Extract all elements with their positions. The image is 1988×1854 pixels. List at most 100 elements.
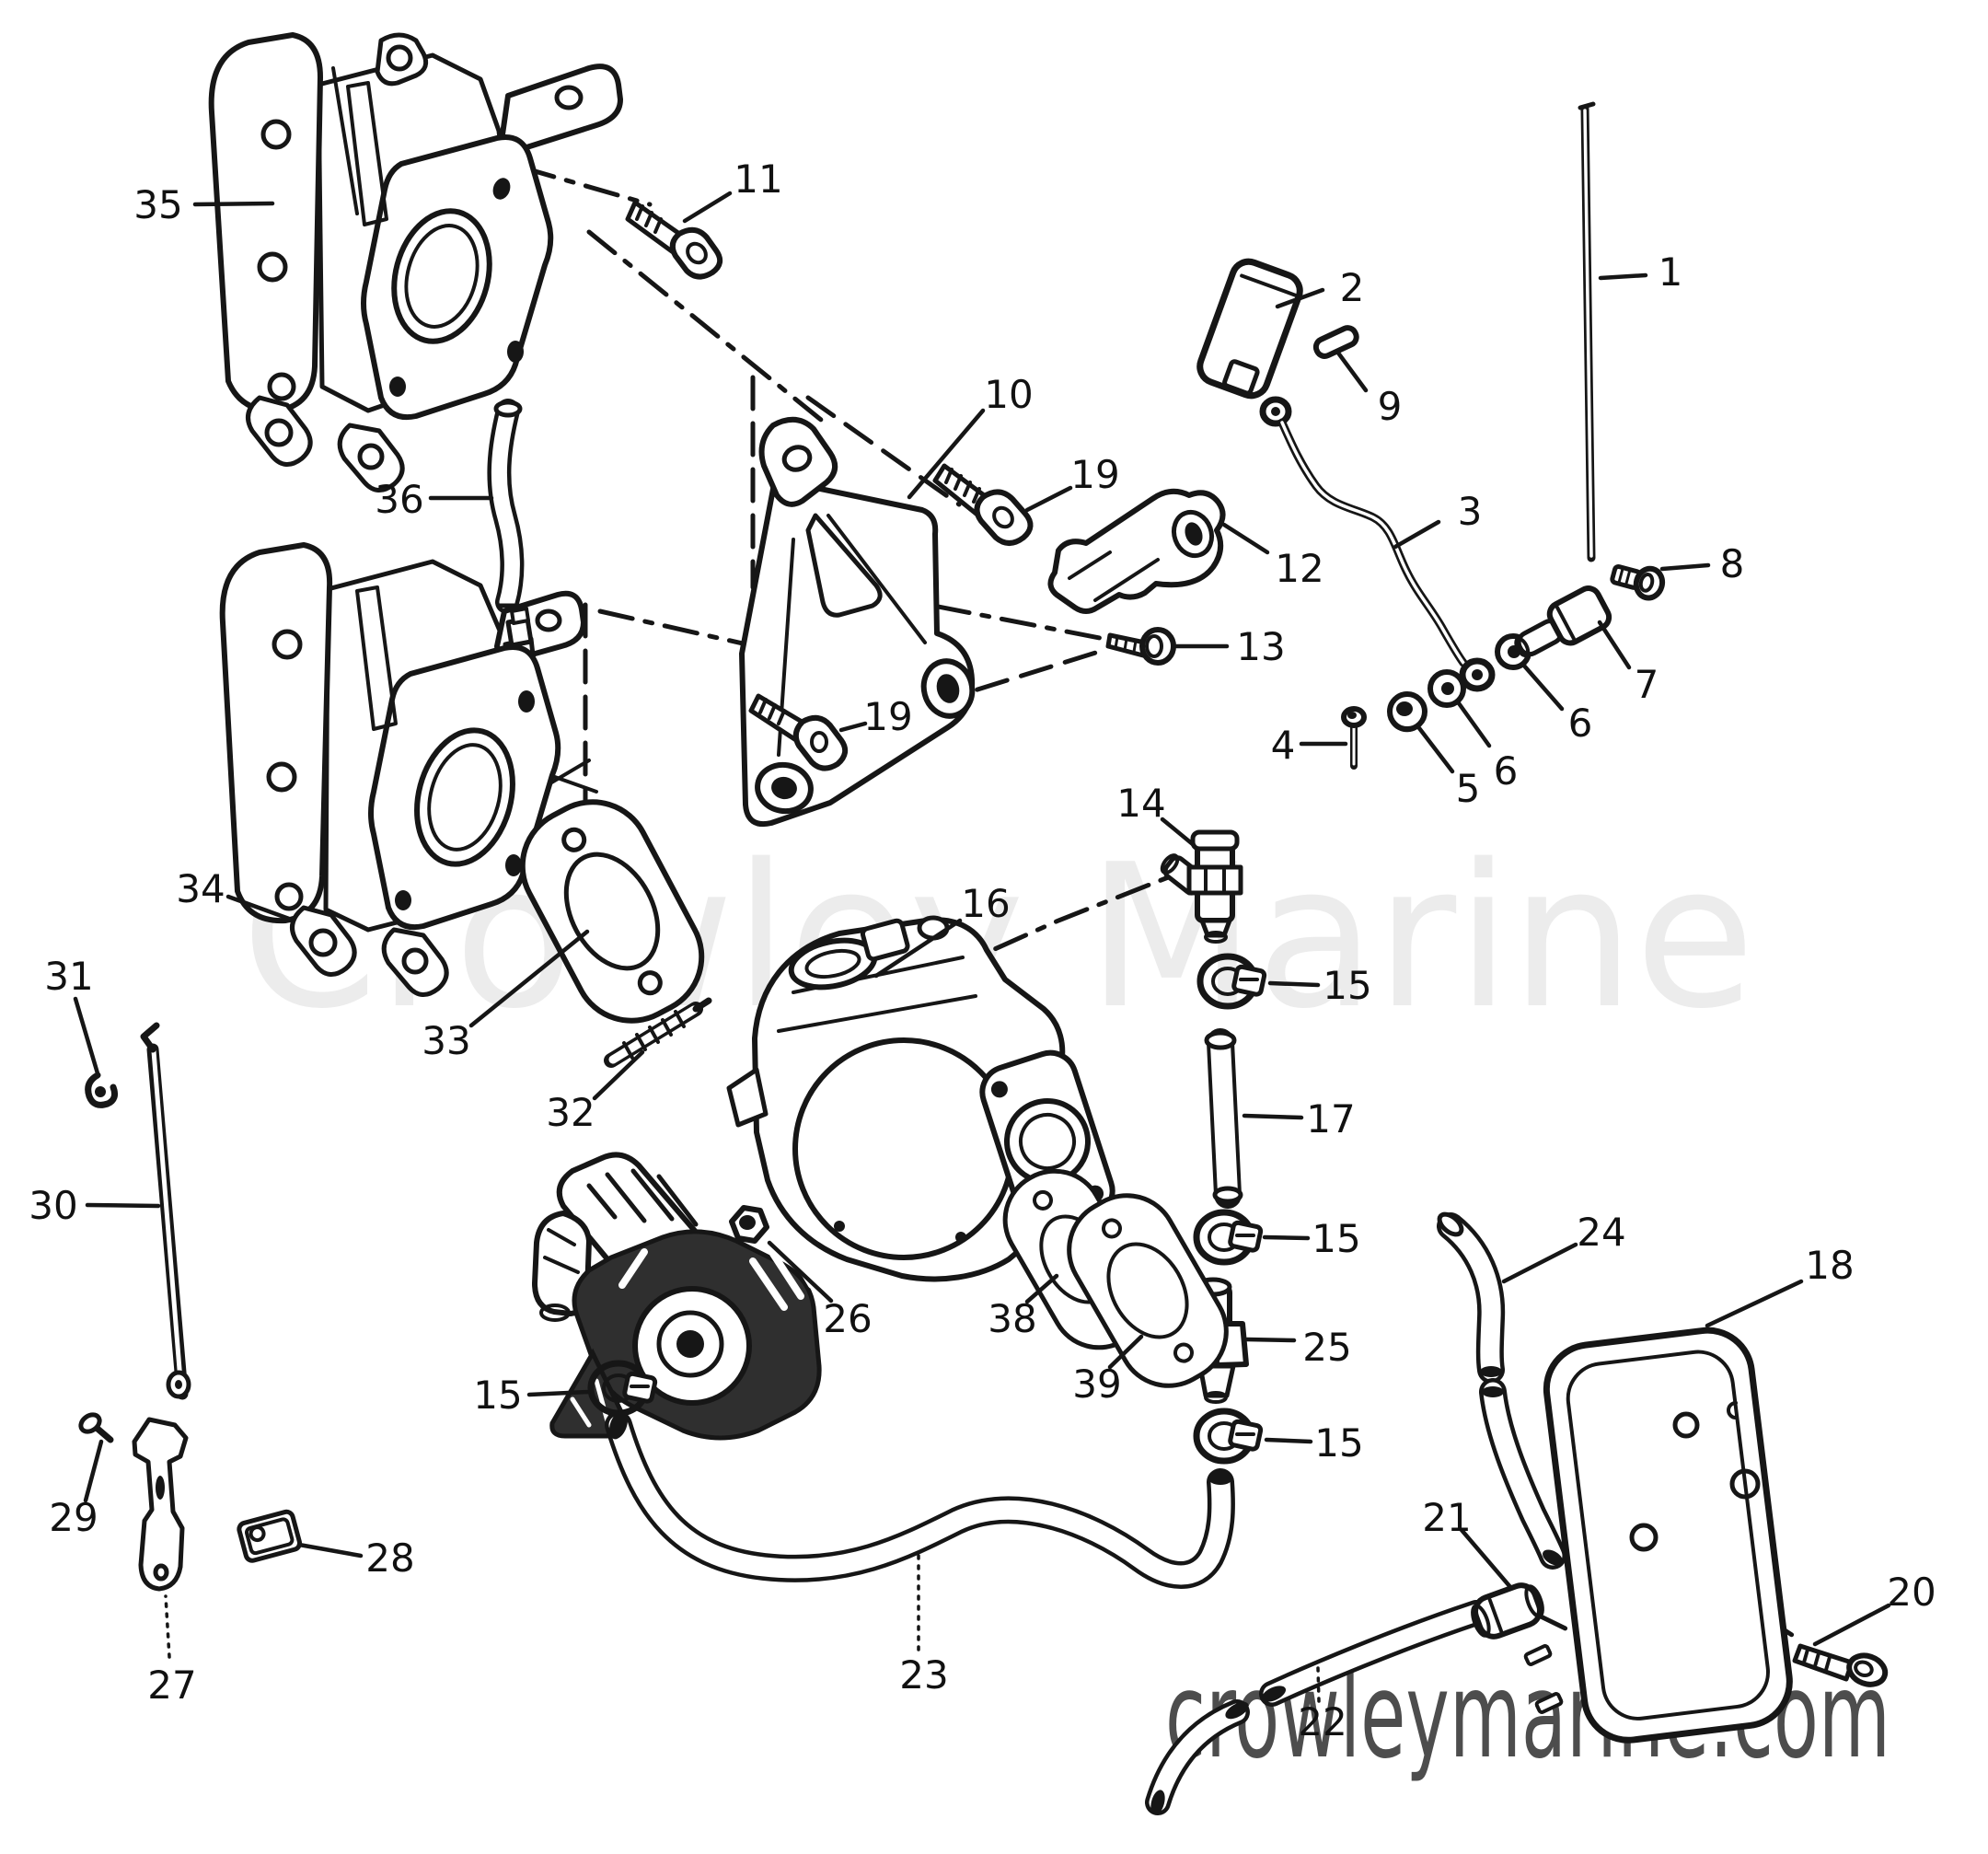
part-36-hose [487, 399, 525, 614]
part-3-link-rod [1259, 396, 1496, 692]
leader-line-26 [767, 1240, 834, 1304]
callout-2: 2 [1340, 265, 1365, 310]
callout-31: 31 [44, 954, 93, 999]
leader-line-32 [592, 1049, 645, 1101]
callout-33: 33 [422, 1018, 470, 1063]
callout-13: 13 [1236, 624, 1285, 669]
leader-line-31 [73, 996, 100, 1076]
leader-line-19 [838, 721, 868, 733]
part-14-elbow-fitting [1160, 829, 1243, 944]
leader-line-14 [1160, 817, 1196, 848]
part-2-fuel-filter [1196, 258, 1303, 400]
part-15-clamp-top [1196, 953, 1267, 1010]
part-17-fuel-tube [1204, 1028, 1243, 1209]
leader-line-15 [1264, 1437, 1313, 1444]
leader-line-10 [907, 408, 986, 500]
leader-line-34 [225, 894, 292, 921]
leader-line-15 [1267, 980, 1321, 988]
callout-19: 19 [863, 694, 912, 739]
leader-line-24 [1501, 1242, 1578, 1284]
callout-6: 6 [1494, 748, 1519, 794]
part-39-gasket [1067, 1193, 1229, 1388]
leader-line-30 [85, 1202, 161, 1209]
part-15-clamp-mid [1193, 1209, 1264, 1266]
part-15-clamp-bottom [1193, 1408, 1264, 1465]
part-28-clip [237, 1509, 303, 1563]
callout-10: 10 [984, 372, 1033, 417]
callout-14: 14 [1116, 781, 1165, 826]
leader-line-6 [1456, 701, 1492, 748]
leader-line-11 [682, 191, 733, 224]
part-23-fuel-hose [605, 1410, 1235, 1589]
callout-28: 28 [365, 1535, 414, 1581]
leader-line-27 [164, 1594, 171, 1659]
part-24-hose [1437, 1211, 1566, 1570]
callout-9: 9 [1378, 384, 1403, 429]
leader-line-33 [468, 929, 590, 1028]
callout-36: 36 [375, 477, 423, 522]
part-20-screw [1792, 1643, 1889, 1687]
part-7-connector [1514, 585, 1612, 658]
callout-3: 3 [1458, 489, 1483, 534]
leader-line-20 [1812, 1603, 1891, 1647]
callout-15: 15 [1323, 963, 1371, 1008]
part-29-screw [78, 1412, 114, 1443]
callout-35: 35 [133, 182, 182, 227]
callout-5: 5 [1456, 766, 1481, 811]
leader-line-16 [873, 918, 963, 979]
part-5-nut [1387, 691, 1427, 733]
callout-19: 19 [1070, 452, 1119, 497]
leader-line-19 [1024, 485, 1073, 513]
part-19-bolt-upper [932, 463, 1034, 546]
callout-22: 22 [1298, 1699, 1347, 1744]
callout-15: 15 [1314, 1420, 1363, 1466]
callout-15: 15 [473, 1373, 522, 1418]
callout-20: 20 [1887, 1570, 1936, 1615]
callout-17: 17 [1306, 1096, 1355, 1141]
leader-line-35 [192, 201, 275, 207]
part-18-cover-plate [1523, 1327, 1793, 1744]
callout-12: 12 [1275, 546, 1323, 591]
leader-line-2 [1275, 287, 1325, 309]
callout-16: 16 [961, 881, 1010, 926]
part-27-bracket [132, 1417, 189, 1592]
callout-6: 6 [1568, 701, 1593, 746]
part-4-pin [1341, 706, 1367, 770]
leader-line-29 [83, 1439, 104, 1503]
leader-line-15 [1262, 1234, 1311, 1241]
part-22-hose [1145, 1600, 1489, 1815]
callout-26: 26 [823, 1296, 872, 1341]
part-16-carburetor [726, 915, 1115, 1282]
part-9-pin [1312, 325, 1359, 359]
part-34-adapter-flange [219, 542, 586, 997]
leader-line-15 [526, 1389, 592, 1397]
callout-18: 18 [1805, 1243, 1854, 1288]
leader-line-25 [1244, 1337, 1297, 1343]
callout-11: 11 [734, 156, 782, 202]
part-21-fitting [1471, 1582, 1544, 1640]
leader-line-1 [1598, 272, 1648, 281]
leader-line-21 [1459, 1527, 1513, 1590]
leader-line-8 [1659, 562, 1711, 572]
part-31-clip [85, 1072, 118, 1108]
callout-30: 30 [29, 1183, 77, 1228]
leader-line-5 [1416, 725, 1455, 774]
callout-24: 24 [1577, 1210, 1625, 1255]
leader-line-6 [1520, 662, 1565, 712]
part-26-nut [729, 1205, 769, 1244]
part-35-adapter-flange [208, 32, 623, 492]
part-32-spring [604, 997, 712, 1068]
part-6-washer-inner [1427, 669, 1466, 708]
leader-line-3 [1393, 519, 1441, 550]
leader-line-39 [1107, 1334, 1144, 1370]
part-1-rod [1578, 101, 1596, 562]
callout-15: 15 [1312, 1216, 1360, 1261]
leader-line-12 [1221, 522, 1270, 555]
callout-7: 7 [1635, 662, 1659, 707]
part-11-bolt [625, 200, 723, 280]
leader-line-38 [1024, 1273, 1059, 1304]
callout-29: 29 [49, 1495, 98, 1540]
leader-line-17 [1242, 1113, 1304, 1120]
callout-38: 38 [988, 1296, 1036, 1341]
callout-23: 23 [899, 1652, 948, 1698]
